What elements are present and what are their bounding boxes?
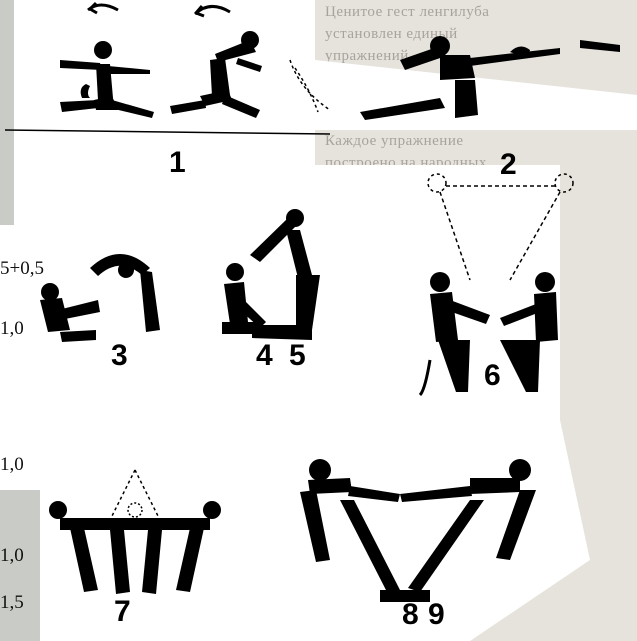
figure-number: 4 <box>256 339 273 373</box>
figure-number: 8 <box>402 598 419 632</box>
figure-number: 3 <box>111 339 128 373</box>
figure-number: 5 <box>289 339 306 373</box>
score-label: 1,5 <box>0 592 24 614</box>
score-label: 1,0 <box>0 318 24 340</box>
score-label: 1,0 <box>0 545 24 567</box>
score-label: 1,0 <box>0 454 24 476</box>
figure-number: 1 <box>169 146 186 180</box>
figure-number: 9 <box>428 598 445 632</box>
figure-number: 7 <box>114 595 131 629</box>
figure-number: 2 <box>500 148 517 182</box>
figure-number: 6 <box>484 359 501 393</box>
score-label: 5+0,5 <box>0 258 44 280</box>
